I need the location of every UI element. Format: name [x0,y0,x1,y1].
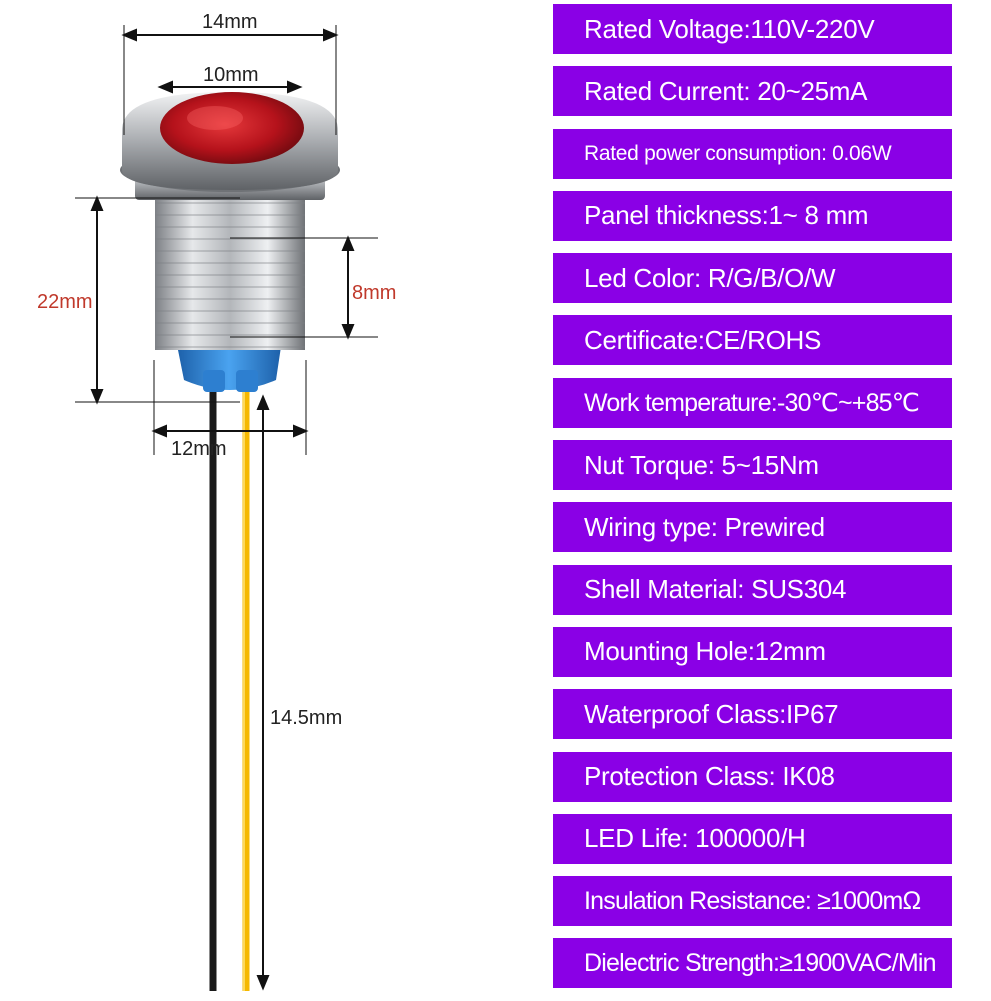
dimension-lines [75,25,378,991]
wire-yellow [242,390,250,991]
led-lens [160,92,304,164]
label-wire-length: 14.5mm [270,707,342,729]
threaded-body [155,200,305,350]
spec-wiring-type: Wiring type: Prewired [553,502,952,553]
spec-mounting-hole: Mounting Hole:12mm [553,626,952,677]
wire-connector [176,340,282,392]
spec-rated-current: Rated Current: 20~25mA [553,66,952,117]
spec-certificate: Certificate:CE/ROHS [553,315,952,366]
spec-led-color: Led Color: R/G/B/O/W [553,253,952,304]
product-dimension-diagram: 14mm 10mm 22mm 8mm 12mm 14.5mm [37,11,396,991]
spec-led-life: LED Life: 100000/H [553,813,952,864]
spec-shell-material: Shell Material: SUS304 [553,564,952,615]
label-body-length: 22mm [37,291,93,313]
spec-protection-class: Protection Class: IK08 [553,751,952,802]
spec-insulation-resistance: Insulation Resistance: ≥1000mΩ [553,876,952,927]
spec-rated-power: Rated power consumption: 0.06W [553,128,952,179]
spec-waterproof-class: Waterproof Class:IP67 [553,689,952,740]
label-outer-diameter: 14mm [202,11,258,33]
spec-nut-torque: Nut Torque: 5~15Nm [553,440,952,491]
spec-rated-voltage: Rated Voltage:110V-220V [553,4,952,54]
spec-dielectric-strength: Dielectric Strength:≥1900VAC/Min [553,938,952,989]
spec-work-temperature: Work temperature:-30℃~+85℃ [553,377,952,428]
label-thread-length: 8mm [352,282,396,304]
label-thread-diameter: 12mm [171,438,227,460]
label-lens-diameter: 10mm [203,64,259,86]
spec-panel-thickness: Panel thickness:1~ 8 mm [553,190,952,241]
spec-list: Rated Voltage:110V-220V Rated Current: 2… [553,4,952,1001]
